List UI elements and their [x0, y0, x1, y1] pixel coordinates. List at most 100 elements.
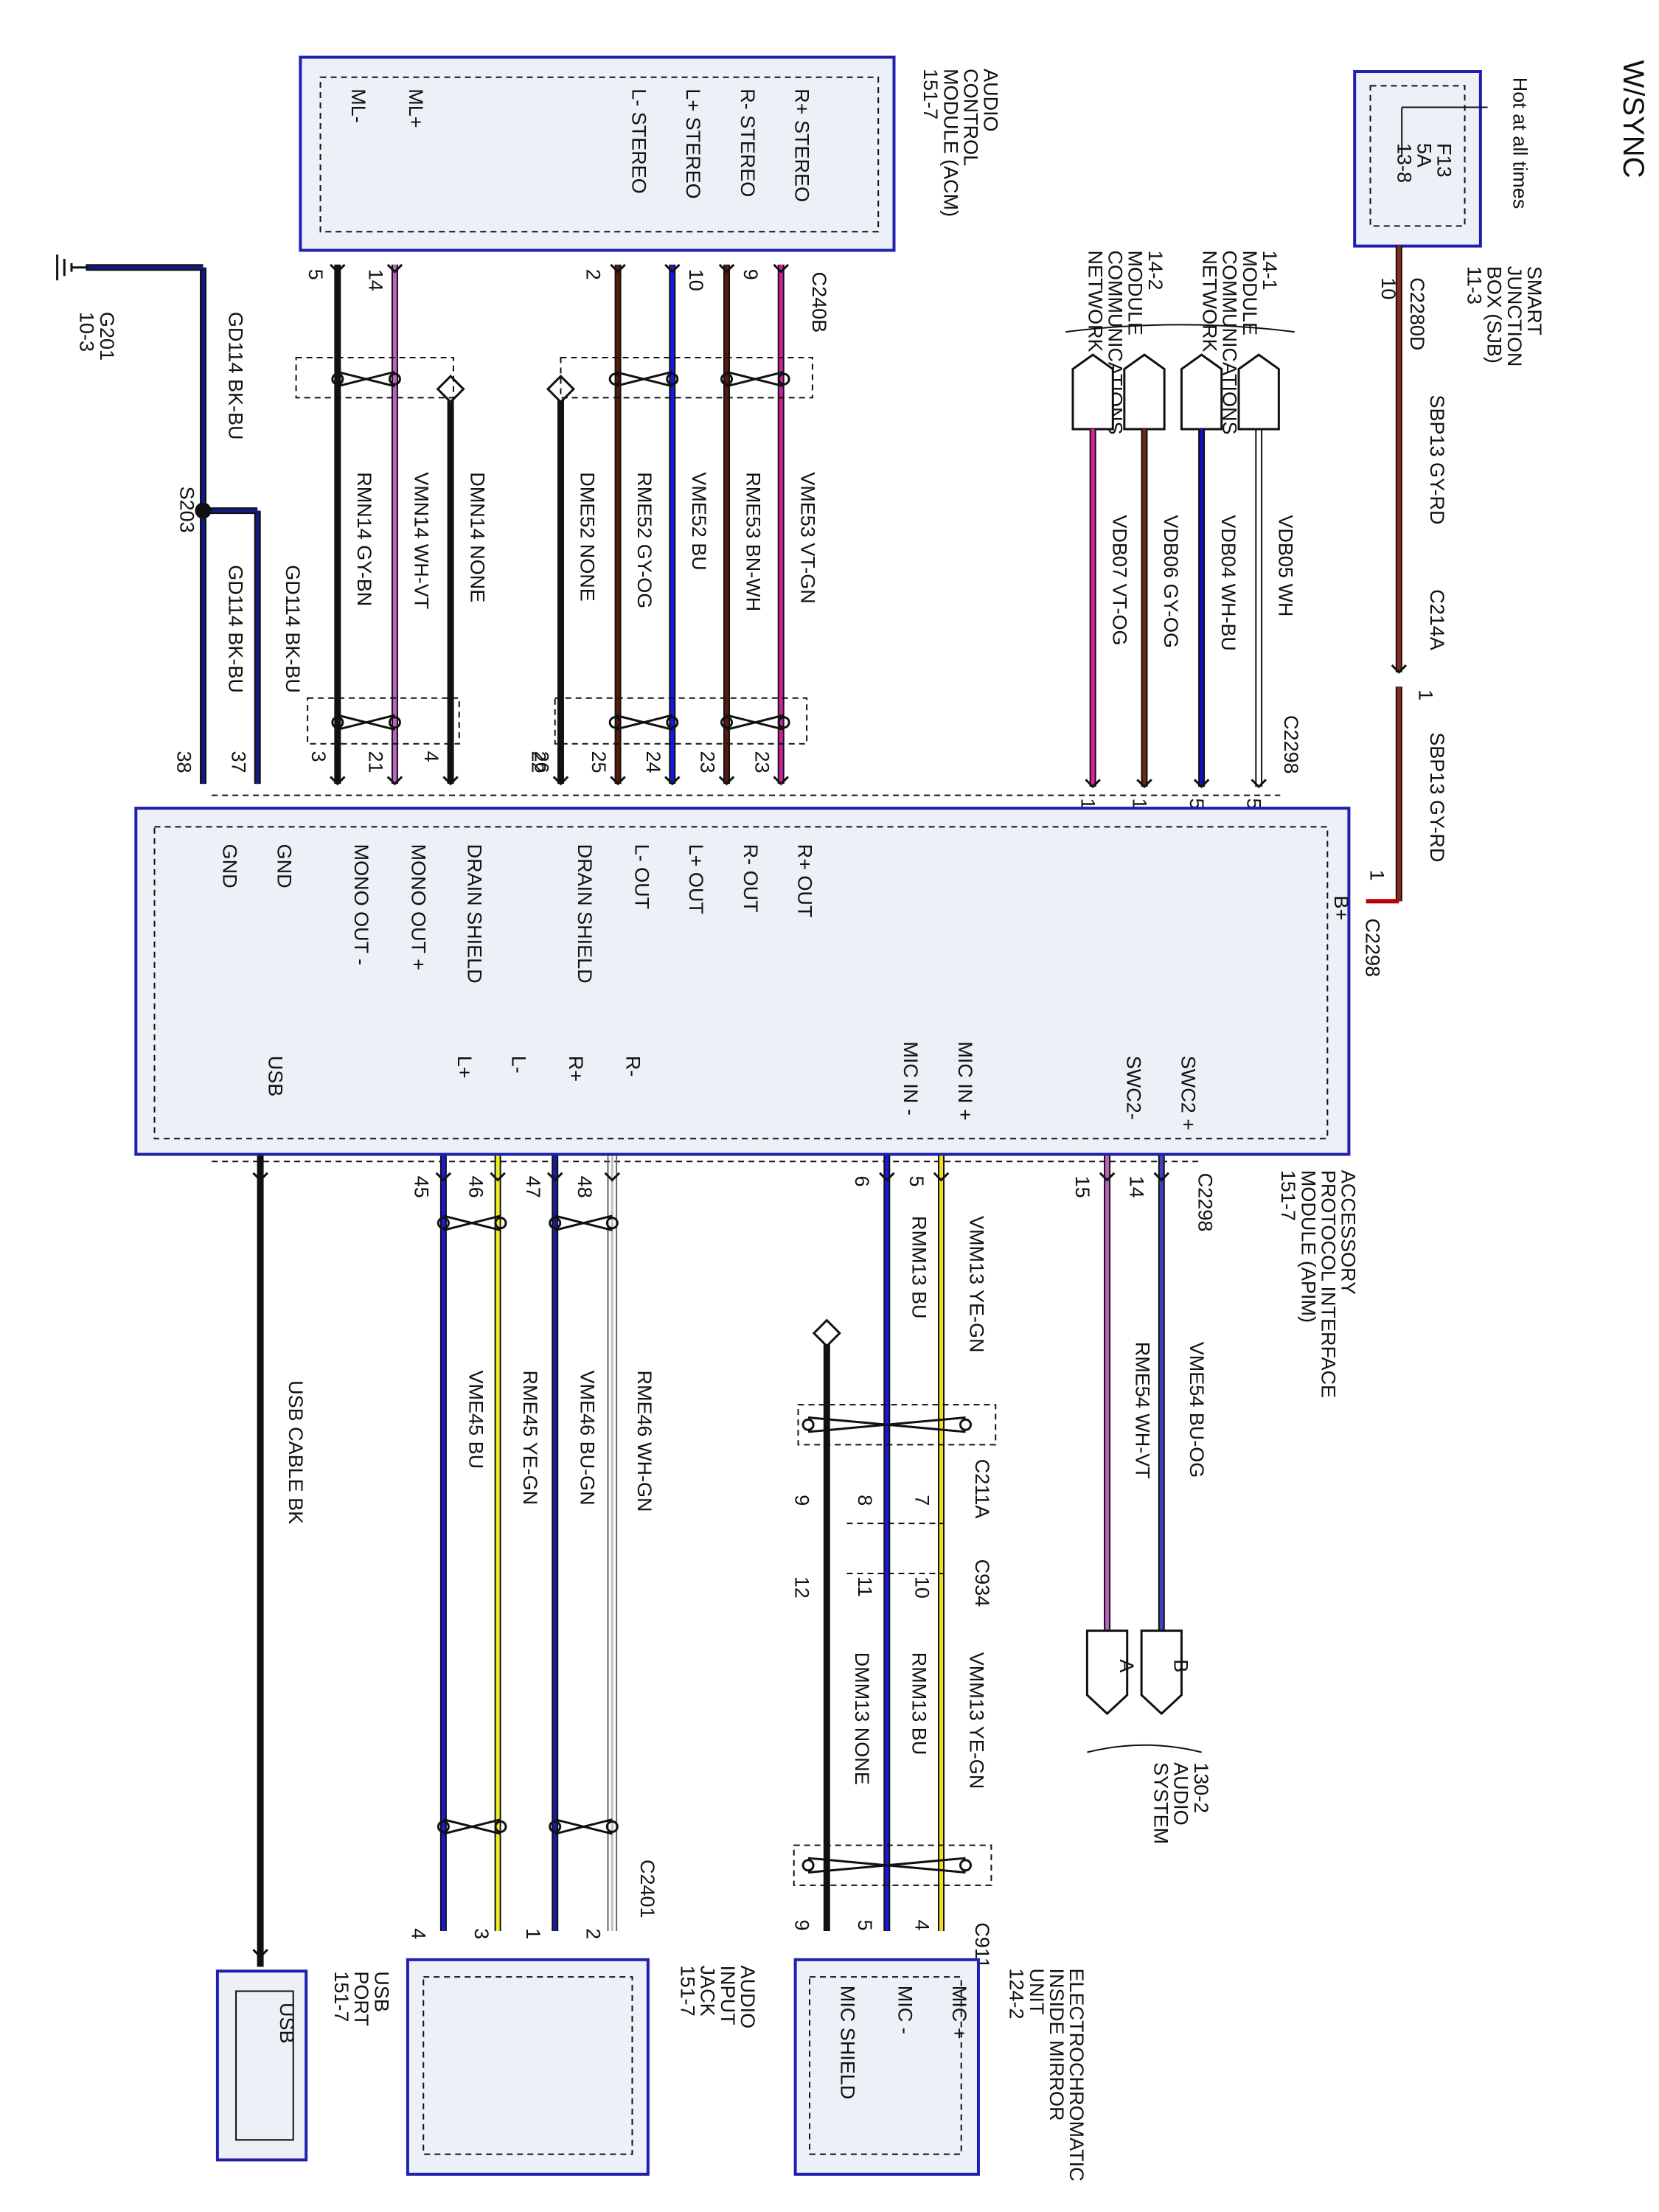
apim-lower-label: SWC2- — [1123, 1056, 1145, 1120]
audio-system-label: SYSTEM — [1150, 1762, 1172, 1844]
mic-pin: 5 — [905, 1176, 928, 1187]
can-circuit-label: VDB04 WH-BU — [1217, 515, 1239, 651]
mic-circuit-mid: RMM13 BU — [908, 1216, 931, 1319]
apim-lower-label: R- — [622, 1056, 644, 1077]
aux-circuit-label: VME46 BU-GN — [577, 1371, 599, 1506]
ground-point: G201 — [96, 312, 118, 361]
swc-connector-tab — [1085, 1630, 1129, 1716]
audio-apim-label: R+ OUT — [794, 844, 816, 918]
acm-box — [299, 55, 896, 252]
mic-arrow — [933, 1172, 950, 1182]
acm-inner — [319, 76, 880, 233]
mic-connector-pin: 4 — [911, 1919, 933, 1930]
apim-name: MODULE (APIM) — [1297, 1170, 1319, 1323]
usb-port-box — [215, 1969, 308, 2162]
can-arrow — [1085, 779, 1101, 789]
acm-pin-label: L+ STEREO — [682, 88, 704, 198]
acm-pin-num: 9 — [740, 269, 762, 280]
drain-diamond-14 — [436, 375, 465, 404]
can-connector-tab — [1237, 353, 1280, 431]
can-connector-tab — [1071, 353, 1114, 431]
aux-pin: 46 — [465, 1176, 487, 1198]
twist-aux-r-bottom-loop-right — [605, 1820, 619, 1833]
mirror-pin-label: MIC SHIELD — [837, 1986, 859, 2100]
aux-circuit-label: VME45 BU — [465, 1371, 487, 1470]
acm-pin-num: 10 — [685, 269, 707, 291]
aux-circuit-label: RME46 WH-GN — [633, 1371, 655, 1512]
sjb-name: BOX (SJB) — [1484, 266, 1506, 364]
audio-apim-label: DRAIN SHIELD — [463, 844, 485, 984]
swc-pin: 15 — [1071, 1176, 1093, 1198]
ground-circuit-c: GD114 BK-BU — [224, 565, 246, 693]
ground-pin-a: 37 — [227, 751, 249, 773]
ground-label-b: GND — [219, 844, 241, 888]
aux-pin: 45 — [411, 1176, 433, 1198]
aux-jack-name: AUDIO — [737, 1966, 759, 2029]
twist-pair-mono-loop-left — [331, 372, 344, 386]
twist-aux-l-bottom-loop-right — [494, 1820, 507, 1833]
twist-box-mic-top — [797, 1404, 997, 1446]
apim-name: 151-7 — [1277, 1170, 1299, 1221]
audio-circuit-label: RME53 BN-WH — [742, 472, 765, 611]
twist-pair-r-b-loop-right — [777, 716, 790, 729]
twist-box-acm-bottom — [554, 697, 808, 745]
mirror-pin-label: MIC + — [948, 1986, 970, 2039]
twist-aux-r-bottom-loop-left — [549, 1820, 562, 1833]
mirror-name: INSIDE MIRROR — [1046, 1968, 1068, 2121]
swc-connector-letter: A — [1116, 1659, 1138, 1672]
mic-circuit-drain: DMM13 NONE — [851, 1652, 873, 1785]
apim-c2298-top: C2298 — [1280, 715, 1302, 774]
c211a-label: C211A — [971, 1459, 993, 1519]
mic-connector-pin: 8 — [854, 1495, 876, 1506]
swc-circuit-label: VME54 BU-OG — [1186, 1342, 1208, 1478]
mic-connector-pin: 7 — [911, 1495, 933, 1506]
network-14-1: MODULE — [1239, 251, 1261, 336]
audio-apim-pin: 21 — [365, 751, 387, 773]
network-brace — [1065, 324, 1295, 333]
audio-apim-label: L+ OUT — [685, 844, 707, 914]
twist-aux-l-top-loop-right — [494, 1217, 507, 1230]
audio-apim-pin: 24 — [642, 751, 664, 773]
acm-arrow — [718, 263, 735, 274]
twist-aux-l-bottom — [443, 1818, 501, 1835]
apim-arrow — [330, 776, 346, 786]
twist-pair-mono — [337, 370, 395, 388]
acm-pin-label: ML- — [347, 88, 369, 123]
acm-name: 151-7 — [919, 69, 942, 119]
aux-jack-pin: 3 — [470, 1928, 493, 1939]
audio-system-label: AUDIO — [1170, 1762, 1192, 1826]
audio-apim-label: MONO OUT - — [350, 844, 372, 966]
acm-name: AUDIO — [980, 69, 1002, 132]
apim-lower-label: USB — [265, 1056, 287, 1097]
mic-connector-pin: 10 — [911, 1576, 933, 1599]
acm-pin-num: 14 — [365, 269, 387, 291]
twist-pair-r-loop-right — [777, 372, 790, 386]
aux-circuit-label: RME45 YE-GN — [519, 1371, 541, 1506]
ground-circuit-a: GD114 BK-BU — [224, 312, 246, 440]
can-circuit-label: VDB07 VT-OG — [1108, 515, 1130, 645]
twist-mic-bottom-loop-left — [801, 1859, 815, 1872]
mic-circuit-top2: VMM13 YE-GN — [965, 1652, 987, 1790]
apim-lower-label: L+ — [453, 1056, 476, 1079]
mic-connector-pin: 12 — [791, 1576, 813, 1599]
aux-arrow — [435, 1172, 452, 1182]
mirror-name: UNIT — [1026, 1968, 1048, 2014]
twist-pair-r-loop-left — [720, 372, 734, 386]
mirror-inner — [809, 1976, 962, 2155]
diagram-title: W/SYNC — [1617, 60, 1649, 178]
usb-cable-label: USB CABLE BK — [285, 1380, 307, 1524]
apim-arrow — [773, 776, 790, 786]
usb-port-name: 151-7 — [330, 1971, 352, 2022]
swc-connector-letter: B — [1170, 1659, 1192, 1672]
can-connector-tab — [1180, 353, 1223, 431]
aux-arrow — [604, 1172, 621, 1182]
bplus-pin: 1 — [1366, 870, 1388, 881]
swc-connector-tab — [1140, 1630, 1183, 1716]
audio-circuit-label: VME52 BU — [688, 472, 710, 571]
sjb-connector: C2280D — [1406, 277, 1428, 350]
ground-label-a: GND — [273, 844, 295, 888]
apim-arrow — [386, 776, 403, 786]
